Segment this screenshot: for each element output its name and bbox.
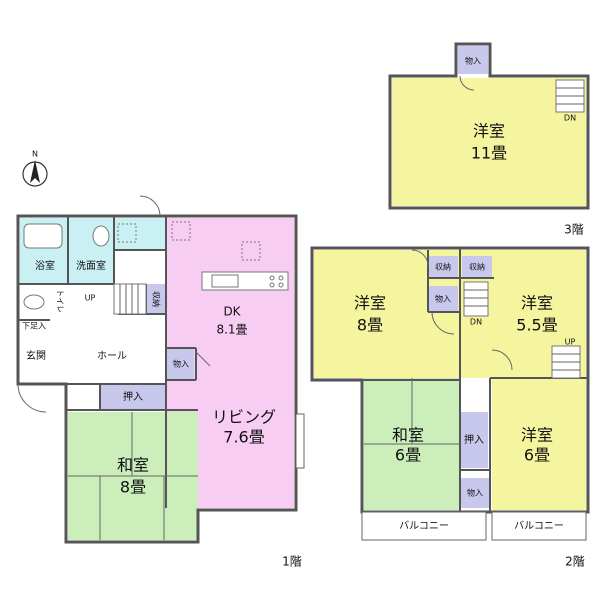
yoshitsu-3-size: 11畳: [471, 144, 507, 163]
floor-3-dn-label: DN: [564, 114, 576, 123]
living-name: リビング: [212, 408, 276, 427]
balcony-1: [361, 511, 487, 541]
yoshitsu-b-size: 5.5畳: [516, 316, 557, 335]
compass: N: [22, 150, 48, 187]
door-2b: [491, 349, 513, 371]
washroom-label: 洗面室: [76, 259, 106, 272]
closet-dk-fill: [166, 348, 194, 380]
floor-1-up-label: UP: [85, 294, 96, 303]
storage-2-1-label: 収納: [435, 262, 451, 272]
balcony-1-label: バルコニー: [399, 520, 449, 532]
oshiire-2-label: 押入: [464, 433, 484, 446]
floor-3-stairs: [555, 79, 585, 113]
tatami-lines: [68, 412, 198, 540]
stove-burner-icon: [278, 275, 284, 281]
floor-2: 洋室 8畳 収納 収納 物入 DN UP 洋室 5.5畳 和室 6畳 押入 物入…: [310, 246, 590, 569]
door-2c: [431, 311, 455, 335]
closet-low-fill: [460, 478, 490, 508]
washitsu-name: 和室: [117, 456, 149, 475]
tatami-lines-2: [364, 378, 460, 445]
wet-fill-2: [114, 218, 166, 250]
yoshitsu-3-name: 洋室: [473, 122, 505, 141]
bath-label: 浴室: [35, 259, 55, 272]
floor-2-stairs: [463, 281, 581, 379]
floor-2-label: 2階: [565, 554, 585, 569]
floor-3-outer-wall: [388, 42, 590, 210]
yoshitsu-c-fill: [492, 378, 586, 510]
balcony-2-label: バルコニー: [514, 520, 564, 532]
storage-1-fill: [146, 284, 166, 314]
floor-3-label: 3階: [564, 222, 584, 237]
entrance-label: 玄関: [26, 349, 46, 362]
stove-burner-icon: [269, 282, 275, 288]
sink-icon: [211, 274, 239, 288]
hall-label: ホール: [97, 350, 127, 362]
toilet-icon: [23, 294, 45, 310]
stove-burner-icon: [269, 275, 275, 281]
oshiire-label: 押入: [123, 390, 143, 403]
yoshitsu-a-size: 8畳: [357, 316, 383, 335]
fan-icon: [117, 223, 137, 243]
closet-door: [195, 351, 211, 367]
oshiire-fill: [100, 384, 166, 410]
closet-mid-label: 物入: [435, 294, 451, 304]
stove-burner-icon: [278, 282, 284, 288]
closet-dk-label: 物入: [173, 359, 189, 369]
floor-1-label: 1階: [282, 554, 302, 569]
floor-1-stairs: [113, 283, 147, 315]
storage-2-2-fill: [462, 256, 492, 278]
washitsu-2-size: 6畳: [395, 446, 421, 465]
oshiire-2-fill: [460, 412, 488, 468]
balcony-2: [491, 511, 587, 541]
storage-label: 収納: [152, 291, 162, 307]
floor-2-up-label: UP: [565, 338, 576, 347]
yoshitsu-b-name: 洋室: [521, 294, 553, 313]
living-size: 7.6畳: [223, 428, 264, 447]
storage-2-1-fill: [428, 256, 458, 278]
yoshitsu-c-name: 洋室: [521, 426, 553, 445]
door-3: [459, 75, 475, 91]
floor-1-outer-wall: [16, 214, 298, 544]
north-arrow-icon: [30, 160, 40, 183]
door-2a: [411, 249, 429, 267]
dk-name: DK: [223, 305, 241, 319]
washitsu-2-name: 和室: [392, 426, 424, 445]
kitchen-counter: [201, 271, 289, 291]
floor-3: 物入 DN 洋室 11畳 3階: [388, 42, 590, 237]
washitsu-size: 8畳: [120, 478, 146, 497]
dk-size: 8.1畳: [216, 323, 247, 337]
closet-3-label: 物入: [465, 56, 481, 66]
yoshitsu-c-size: 6畳: [524, 446, 550, 465]
fan-icon: [241, 241, 261, 261]
storage-2-2-label: 収納: [469, 262, 485, 272]
fan-icon: [171, 221, 191, 241]
yoshitsu-3-fill: [392, 78, 586, 206]
closet-mid-fill: [428, 286, 458, 312]
bathtub-icon: [23, 223, 63, 249]
closet-low-label: 物入: [467, 488, 483, 498]
yoshitsu-a-name: 洋室: [354, 294, 386, 313]
front-door: [17, 383, 47, 413]
back-door: [139, 195, 161, 217]
washbasin-icon: [92, 225, 110, 247]
washroom-fill: [68, 218, 114, 284]
floor-1: 浴室 洗面室 トイレ UP 収納 下足入 玄関 ホール DK 8.1畳 物入 押…: [16, 195, 305, 569]
closet-3-fill: [458, 46, 488, 74]
floor-2-interior-walls: [312, 248, 588, 512]
compass-north-label: N: [32, 150, 38, 159]
shoe-storage-label: 下足入: [22, 322, 46, 331]
toilet-label: トイレ: [56, 289, 65, 313]
floor-2-dn-label: DN: [470, 318, 482, 327]
bay-window: [295, 413, 305, 469]
